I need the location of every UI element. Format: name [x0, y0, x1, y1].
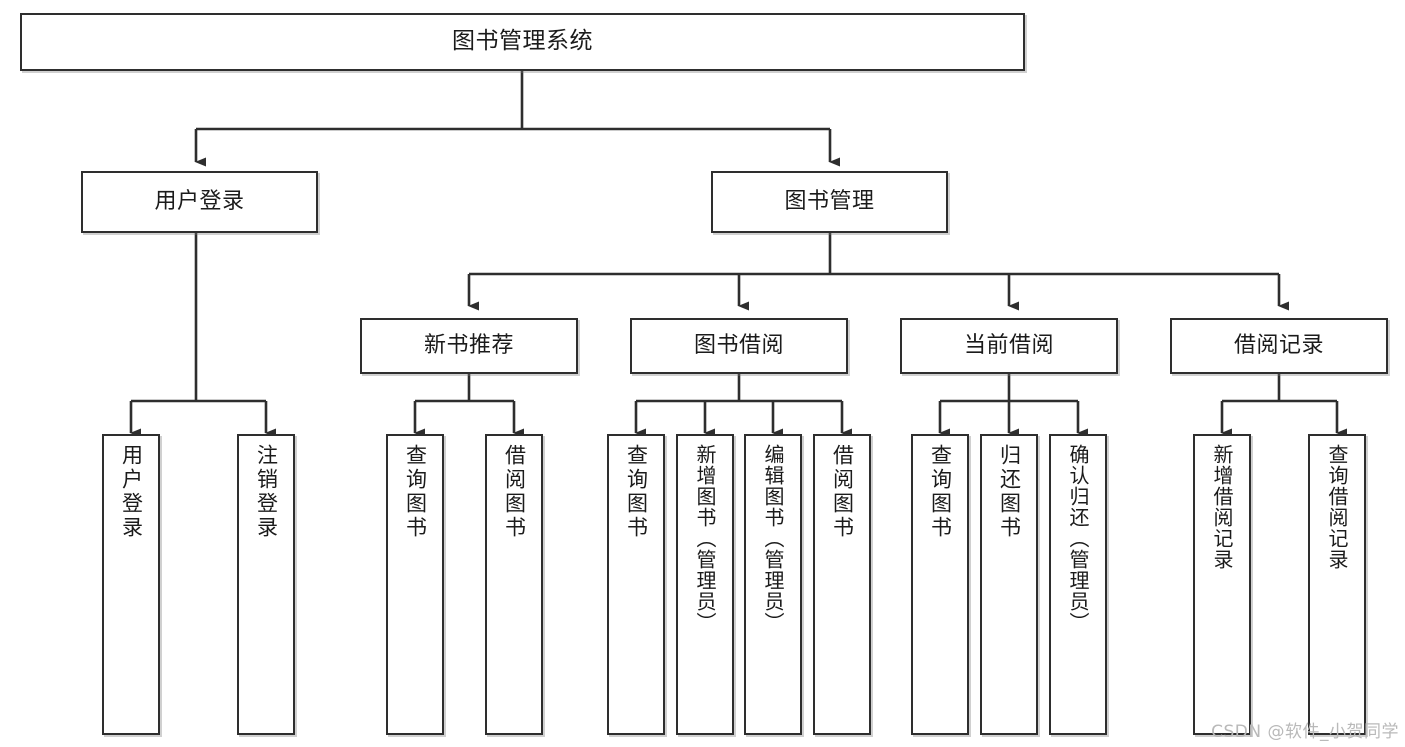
leaf-edit-book-admin[interactable]: 编辑图书（管理员）: [744, 434, 802, 735]
node-label: 借阅记录: [1233, 333, 1324, 359]
node-label: 新增借阅记录: [1210, 444, 1234, 570]
leaf-logout[interactable]: 注销登录: [237, 434, 295, 735]
leaf-confirm-return-admin[interactable]: 确认归还（管理员）: [1049, 434, 1107, 735]
watermark: CSDN @软件_小贺同学: [1211, 722, 1399, 742]
node-label: 编辑图书（管理员）: [761, 444, 785, 633]
leaf-add-book-admin[interactable]: 新增图书（管理员）: [676, 434, 734, 735]
node-label: 图书管理: [784, 189, 875, 215]
node-label: 图书借阅: [693, 333, 784, 359]
node-current-borrow[interactable]: 当前借阅: [900, 318, 1118, 374]
node-label: 查询图书: [624, 444, 649, 540]
node-label: 图书管理系统: [452, 28, 593, 55]
node-label: 归还图书: [997, 444, 1022, 540]
node-label: 查询图书: [928, 444, 953, 540]
node-label: 查询借阅记录: [1325, 444, 1349, 570]
node-label: 借阅图书: [830, 444, 855, 540]
leaf-borrow-book-recommend[interactable]: 借阅图书: [485, 434, 543, 735]
leaf-borrow-book[interactable]: 借阅图书: [813, 434, 871, 735]
node-new-book-recommend[interactable]: 新书推荐: [360, 318, 578, 374]
node-label: 确认归还（管理员）: [1066, 444, 1090, 633]
node-borrow-record[interactable]: 借阅记录: [1170, 318, 1388, 374]
leaf-query-book-borrow[interactable]: 查询图书: [607, 434, 665, 735]
node-book-management[interactable]: 图书管理: [711, 171, 948, 233]
leaf-user-login[interactable]: 用户登录: [102, 434, 160, 735]
node-label: 借阅图书: [502, 444, 527, 540]
node-label: 用户登录: [119, 444, 144, 540]
node-label: 查询图书: [403, 444, 428, 540]
node-label: 当前借阅: [963, 333, 1054, 359]
node-label: 用户登录: [154, 189, 245, 215]
node-book-borrow[interactable]: 图书借阅: [630, 318, 848, 374]
node-label: 新书推荐: [423, 333, 514, 359]
node-label: 注销登录: [254, 444, 279, 540]
leaf-query-borrow-record[interactable]: 查询借阅记录: [1308, 434, 1366, 735]
leaf-return-book[interactable]: 归还图书: [980, 434, 1038, 735]
leaf-query-book-recommend[interactable]: 查询图书: [386, 434, 444, 735]
leaf-query-book-current[interactable]: 查询图书: [911, 434, 969, 735]
node-label: 新增图书（管理员）: [693, 444, 717, 633]
node-user-login[interactable]: 用户登录: [81, 171, 318, 233]
node-root-system[interactable]: 图书管理系统: [20, 13, 1025, 71]
leaf-add-borrow-record[interactable]: 新增借阅记录: [1193, 434, 1251, 735]
